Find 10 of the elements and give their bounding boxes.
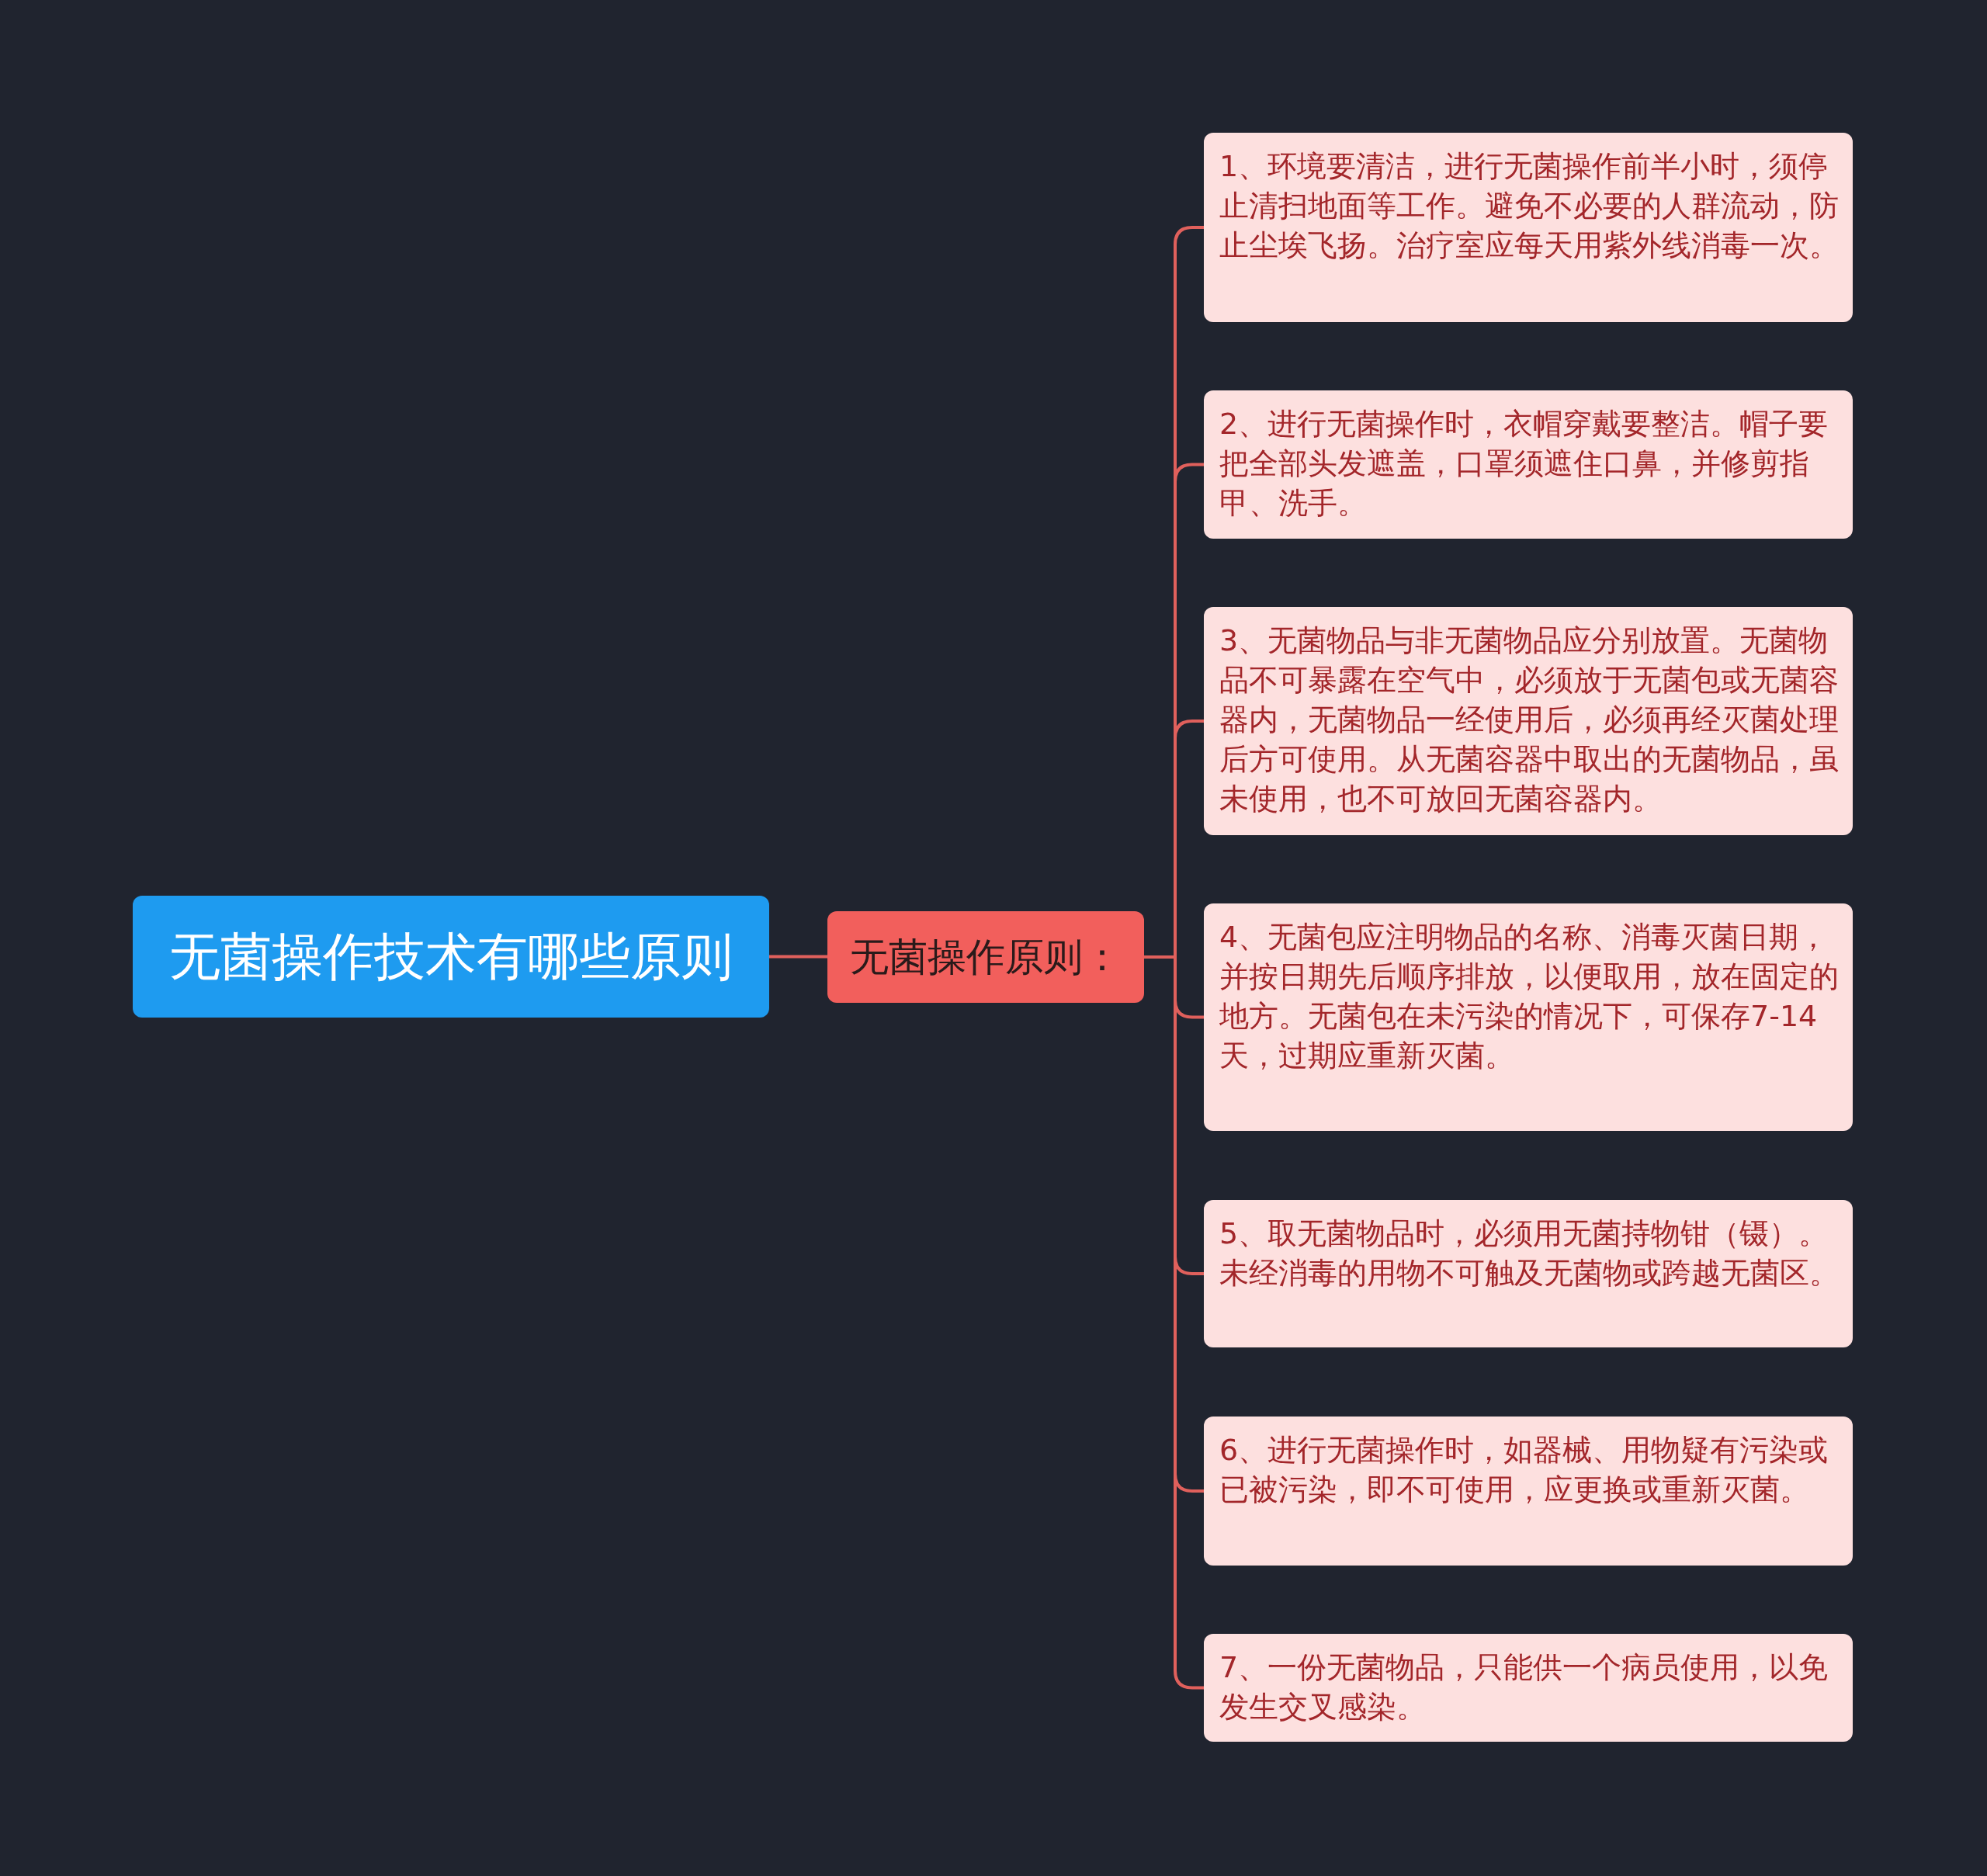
topic-box: 6、进行无菌操作时，如器械、用物疑有污染或已被污染，即不可使用，应更换或重新灭菌。 xyxy=(1204,1417,1853,1566)
topic-box: 3、无菌物品与非无菌物品应分别放置。无菌物品不可暴露在空气中，必须放于无菌包或无菌容器内，无菌物品一经使用后，必须再经灭菌处理后方可使用。从无菌容器中取出的无菌物品，虽未使用，也不可放回无菌容器内。 xyxy=(1204,607,1853,835)
topic-box: 7、一份无菌物品，只能供一个病员使用，以免发生交叉感染。 xyxy=(1204,1634,1853,1742)
topic-box: 5、取无菌物品时，必须用无菌持物钳（镊）。未经消毒的用物不可触及无菌物或跨越无菌区。 xyxy=(1204,1200,1853,1347)
connector-line xyxy=(769,955,827,959)
topic-box: 2、进行无菌操作时，衣帽穿戴要整洁。帽子要把全部头发遮盖，口罩须遮住口鼻，并修剪指甲、洗手。 xyxy=(1204,390,1853,539)
topic-box: 4、无菌包应注明物品的名称、消毒灭菌日期，并按日期先后顺序排放，以便取用，放在固定的地方。无菌包在未污染的情况下，可保存7-14天，过期应重新灭菌。 xyxy=(1204,903,1853,1131)
subtopic-box: 无菌操作原则： xyxy=(827,911,1144,1003)
topic-box: 1、环境要清洁，进行无菌操作前半小时，须停止清扫地面等工作。避免不必要的人群流动，防止尘埃飞扬。治疗室应每天用紫外线消毒一次。 xyxy=(1204,133,1853,322)
root-topic-box: 无菌操作技术有哪些原则 xyxy=(133,896,769,1018)
